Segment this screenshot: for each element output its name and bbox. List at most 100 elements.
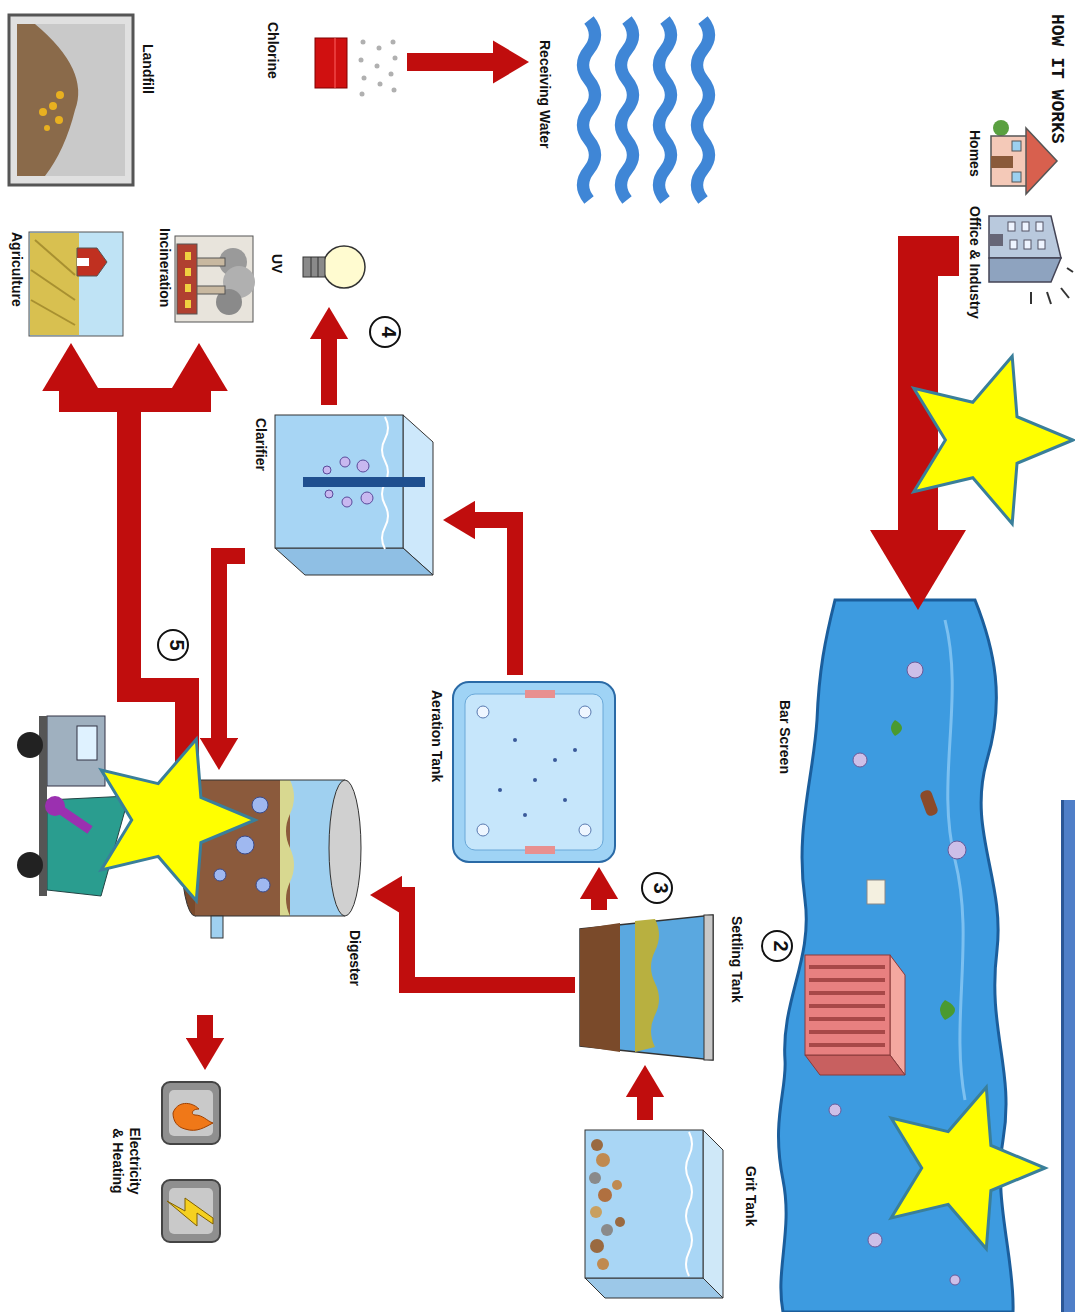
flow-arrow — [219, 556, 245, 740]
clarifier-icon-part — [357, 460, 369, 472]
incineration-icon-part — [185, 268, 191, 276]
callout-number: 5 — [158, 630, 188, 660]
receiving-water: Receiving Water — [529, 14, 725, 206]
grit-tank-icon-part — [597, 1258, 609, 1270]
clarifier-icon-part — [340, 457, 350, 467]
node-label: Chlorine — [264, 22, 281, 79]
landfill-icon — [9, 15, 133, 185]
office-icon — [989, 216, 1073, 304]
clarifier-icon-part — [323, 466, 331, 474]
node-label: Incineration — [156, 228, 173, 307]
uv-lamp-icon-part — [318, 257, 319, 277]
chlorine-icon-part — [315, 38, 347, 88]
digester-icon-part — [252, 797, 268, 813]
chlorine-icon-part — [361, 40, 366, 45]
sewer-stream-part — [829, 1104, 841, 1116]
clarifier-icon — [275, 415, 433, 575]
side-bar-part — [1062, 800, 1075, 1312]
agriculture-icon-part — [77, 258, 89, 266]
grit-tank-icon-part — [590, 1239, 604, 1253]
truck-icon-part — [17, 852, 43, 878]
highlight-star — [914, 356, 1073, 523]
bar-screen-icon-part — [809, 965, 885, 969]
settling-tank-icon-part — [580, 915, 713, 1060]
flow-arrow — [197, 1015, 213, 1040]
landfill-icon-part — [17, 24, 78, 176]
chlorine-icon-part — [391, 40, 396, 45]
sewer-stream-part — [867, 880, 885, 904]
landfill-icon-part — [9, 15, 133, 185]
clarifier-icon-part — [342, 497, 352, 507]
agriculture-icon-part — [35, 240, 75, 275]
office-icon-part — [1061, 288, 1069, 298]
flame-icon — [162, 1082, 220, 1144]
receiving-water-icon — [583, 20, 709, 200]
callout-number: 2 — [762, 931, 792, 961]
landfill-icon-part — [55, 116, 63, 124]
digester-icon-part — [195, 780, 345, 781]
node-label: Digester — [346, 930, 363, 986]
diagram-title: HOW IT WORKS — [1047, 14, 1067, 144]
aeration-tank-icon-part — [525, 690, 555, 698]
clarifier-icon-part — [403, 415, 433, 575]
agriculture-icon-part — [77, 248, 107, 276]
grit-tank-icon-part — [601, 1224, 613, 1236]
office-icon-part — [989, 258, 1061, 282]
sewer-stream-part — [853, 753, 867, 767]
disposal-option: Landfill — [5, 10, 159, 190]
node-label: Landfill — [139, 44, 156, 94]
grit-tank-icon-part — [615, 1217, 625, 1227]
uv-lamp-icon-part — [303, 257, 325, 277]
digester-icon-part — [195, 780, 345, 916]
landfill-icon-part — [49, 102, 57, 110]
sewer-stream-part — [891, 720, 902, 736]
chlorine-icon-part — [375, 64, 380, 69]
home-icon-part — [1012, 141, 1021, 151]
node-label: Bar Screen — [776, 700, 793, 774]
side-bar-part — [1061, 800, 1064, 1312]
office-icon-part — [1022, 222, 1029, 231]
bar-screen-icon-part — [809, 1043, 885, 1047]
callout-number: 3 — [642, 873, 672, 903]
aeration-tank-icon-part — [573, 748, 577, 752]
aeration-tank-icon-part — [523, 813, 527, 817]
uv-lamp-icon-part — [311, 257, 312, 277]
callout-number: 4 — [370, 317, 400, 347]
agriculture-icon-part — [31, 270, 75, 300]
disposal-option: Agriculture — [5, 225, 129, 343]
flow-arrow — [473, 520, 515, 675]
node-label: Settling Tank — [728, 916, 745, 1003]
chlorine-icon-part — [377, 46, 382, 51]
grit-tank-icon-part — [585, 1130, 703, 1278]
node-label: Homes — [966, 130, 983, 177]
aeration-tank-icon-part — [533, 778, 537, 782]
chlorine-icon — [315, 38, 398, 97]
home-icon-part — [991, 156, 1013, 168]
aeration-tank-icon-part — [453, 682, 615, 862]
sewer-stream-part — [907, 662, 923, 678]
clarifier-icon-part — [325, 490, 333, 498]
aeration-tank-icon-part — [553, 758, 557, 762]
node-label: Grit Tank — [742, 1166, 759, 1226]
office-icon-part — [1067, 268, 1073, 272]
landfill-icon-part — [17, 24, 125, 176]
treatment-stage: Aeration Tank — [419, 675, 623, 867]
digester-icon-part — [329, 780, 361, 916]
aeration-tank-icon — [453, 682, 615, 862]
grit-tank-icon-part — [686, 1132, 692, 1276]
bar-screen-icon-part — [809, 991, 885, 995]
callout-circle — [158, 630, 188, 660]
landfill-icon-part — [39, 108, 47, 116]
chlorine-icon-part — [359, 58, 364, 63]
receiving-water-icon-part — [659, 20, 671, 200]
bar-screen-icon — [805, 955, 905, 1075]
node-label: UV — [268, 254, 285, 273]
node-label: Office & Industry — [966, 206, 983, 319]
digester-icon-part — [211, 916, 223, 938]
lightning-icon — [162, 1180, 220, 1242]
callout-circle — [370, 317, 400, 347]
